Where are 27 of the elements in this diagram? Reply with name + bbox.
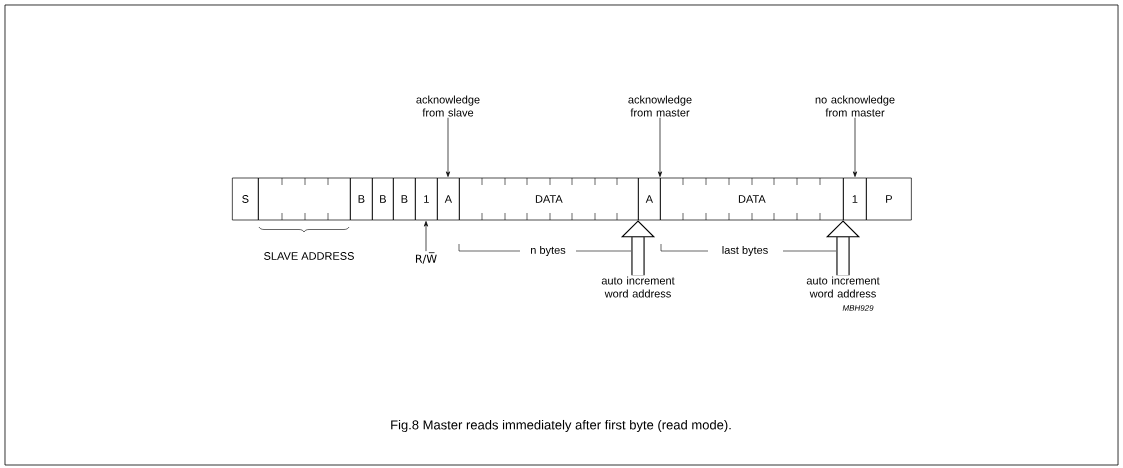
- bit-cell: S: [232, 177, 259, 221]
- figure-code: MBH929: [842, 305, 874, 311]
- arrow: [445, 117, 451, 177]
- annotation-text: acknowledge from master: [628, 95, 692, 117]
- bit-cell: DATA: [660, 177, 844, 221]
- arrow: [852, 117, 858, 177]
- bit-cell: P: [866, 177, 912, 221]
- annotation-text: no acknowledge from master: [815, 95, 895, 117]
- annotation-text: acknowledge from slave: [416, 95, 480, 117]
- caption: Fig.8 Master reads immediately after first byte (read mode).: [391, 419, 731, 433]
- bit-cell: 1: [843, 177, 867, 221]
- bit-cell: A: [437, 177, 460, 221]
- address-field-cell: [258, 177, 351, 221]
- dimension-label: n bytes: [531, 245, 566, 257]
- annotation-text: auto increment word address: [806, 276, 880, 298]
- annotation-text: auto increment word address: [601, 276, 675, 298]
- bit-cell: B: [372, 177, 394, 221]
- bit-cell: A: [638, 177, 661, 221]
- bit-cell: B: [350, 177, 373, 221]
- bit-cell: B: [393, 177, 416, 221]
- arrow: [423, 221, 429, 252]
- bit-cell: DATA: [459, 177, 639, 221]
- arrow: [657, 117, 663, 177]
- bit-cell: 1: [415, 177, 438, 221]
- field-label: SLAVE ADDRESS: [264, 252, 354, 260]
- annotation-text: R/W̅: [416, 252, 437, 264]
- dimension-label: last bytes: [722, 245, 768, 257]
